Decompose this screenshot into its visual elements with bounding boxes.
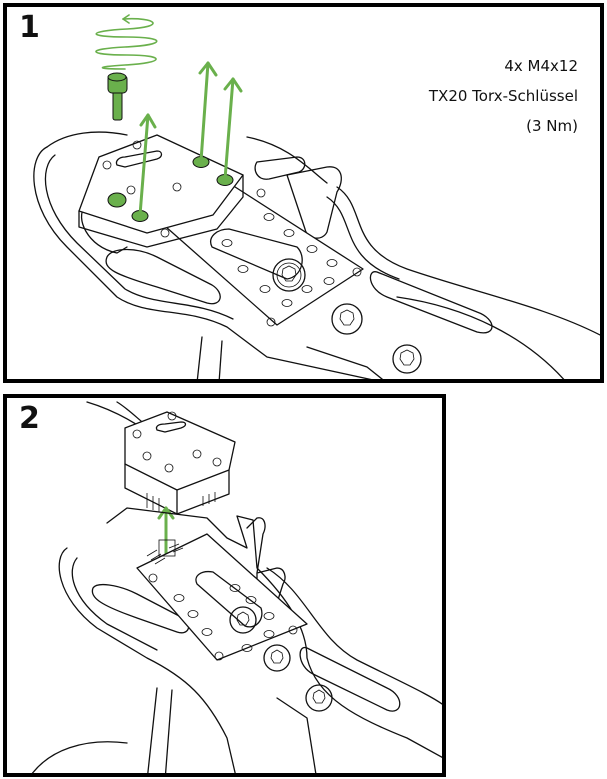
step-number: 1 xyxy=(19,10,40,45)
arrow-up-icon xyxy=(138,113,157,217)
step-number: 2 xyxy=(19,401,40,436)
controller-housing xyxy=(124,411,236,515)
spec-line-torque: (3 Nm) xyxy=(526,117,578,135)
step-2-panel: 2 xyxy=(3,394,446,777)
spec-line-screws: 4x M4x12 xyxy=(504,57,578,75)
mount-plate xyxy=(136,533,333,712)
step-1-panel: 1 4x M4x12 TX20 Torx-Schlüssel (3 Nm) xyxy=(3,3,604,383)
step-2-illustration xyxy=(31,401,442,773)
mount-plate xyxy=(156,184,422,374)
screw-icon xyxy=(107,72,128,121)
handlebar-frame xyxy=(31,507,442,773)
spec-line-tool: TX20 Torx-Schlüssel xyxy=(428,87,578,105)
arrow-up-icon xyxy=(198,61,218,163)
arrow-up-icon xyxy=(223,77,243,181)
spec-text: 4x M4x12 TX20 Torx-Schlüssel (3 Nm) xyxy=(429,51,578,141)
unscrew-spiral-icon xyxy=(95,14,158,70)
step-1-illustration xyxy=(33,14,600,379)
